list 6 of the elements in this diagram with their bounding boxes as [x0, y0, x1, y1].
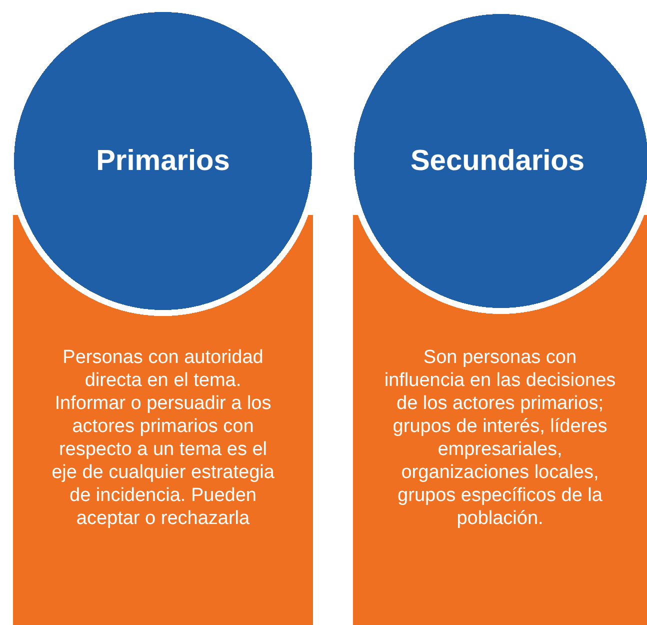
text-panel: [353, 316, 647, 625]
heading: Secundarios: [410, 144, 585, 178]
description-text: Son personas con influencia en las decisiones de los actores primarios; grupos de interés, líderes empresariales, organizaciones locales, grupos específicos de la población.: [383, 346, 617, 530]
description-text: Personas con autoridad directa en el tema. Informar o persuadir a los actores primarios con respecto a un tema es el eje de cualquier estrategia de incidencia. Pueden aceptar o rechazarla: [50, 346, 276, 530]
heading: Primarios: [96, 144, 230, 178]
text-panel: [13, 316, 313, 625]
